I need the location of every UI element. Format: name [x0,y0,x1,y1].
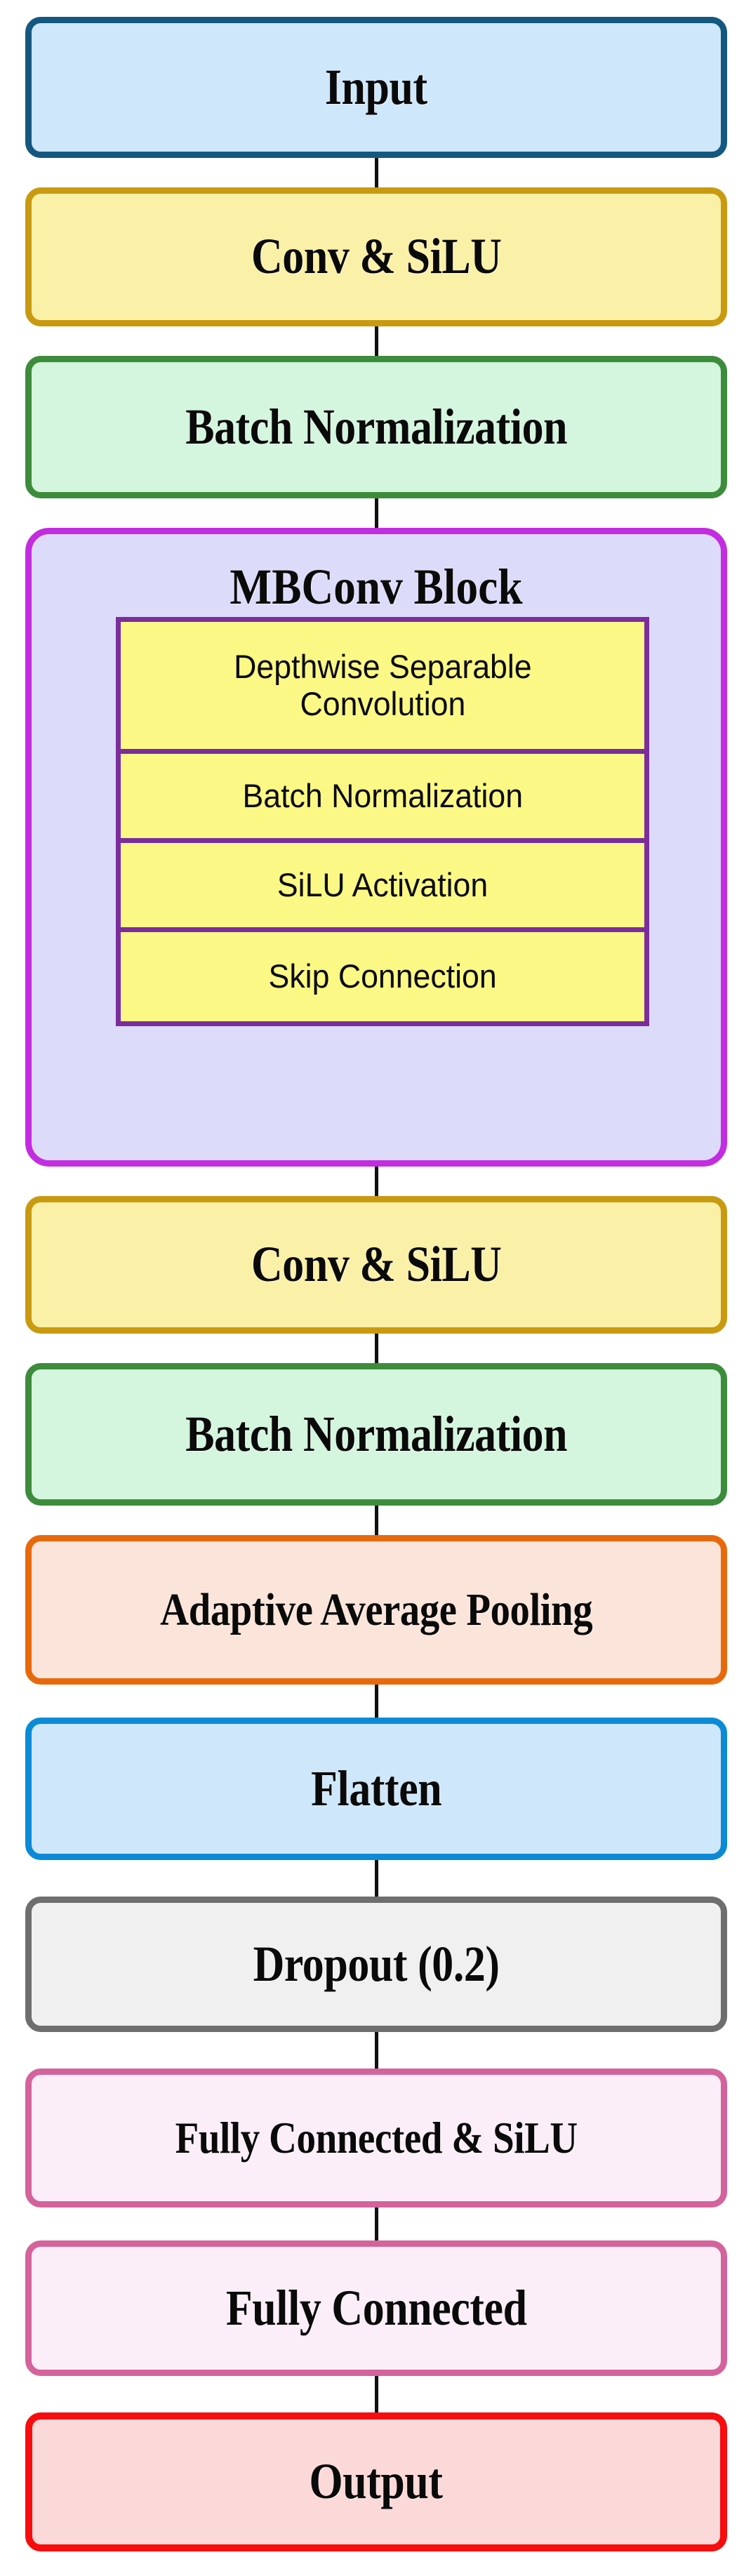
mbconv-sub-skip-connection[interactable]: Skip Connection [121,932,644,1021]
node-input-label: Input [325,58,427,115]
edge-flatten-to-dropout [375,1860,378,1897]
node-dropout-label: Dropout (0.2) [253,1935,500,1992]
node-conv-silu-1-label: Conv & SiLU [251,228,502,285]
edge-mbconv-to-conv2 [375,1167,378,1196]
mbconv-sub-silu-activation[interactable]: SiLU Activation [121,843,644,932]
edge-conv2-to-bn2 [375,1334,378,1363]
mbconv-sub-depthwise-line1: Depthwise Separable [233,647,532,685]
node-output-label: Output [309,2453,444,2510]
node-conv-silu-2-label: Conv & SiLU [251,1236,502,1293]
edge-pool-to-flatten [375,1685,378,1718]
mbconv-sub-depthwise-label: Depthwise Separable Convolution [233,647,532,722]
edge-dropout-to-fcsilu [375,2032,378,2069]
edge-input-to-conv1 [375,158,378,187]
node-flatten-label: Flatten [310,1760,442,1817]
mbconv-sub-batch-normalization-label: Batch Normalization [242,776,523,814]
node-fully-connected-silu-label: Fully Connected & SiLU [175,2113,578,2163]
node-conv-silu-2[interactable]: Conv & SiLU [25,1196,727,1334]
node-mbconv-block-title: MBConv Block [230,559,523,615]
node-conv-silu-1[interactable]: Conv & SiLU [25,187,727,326]
node-fully-connected[interactable]: Fully Connected [25,2240,727,2376]
mbconv-sub-layer-list: Depthwise Separable Convolution Batch No… [116,617,649,1026]
node-batch-norm-1[interactable]: Batch Normalization [25,356,727,498]
node-dropout[interactable]: Dropout (0.2) [25,1897,727,2032]
node-output[interactable]: Output [25,2412,727,2551]
node-flatten[interactable]: Flatten [25,1718,727,1860]
edge-fc-to-output [375,2376,378,2412]
mbconv-sub-silu-activation-label: SiLU Activation [277,865,489,903]
node-input[interactable]: Input [25,17,727,158]
mbconv-sub-batch-normalization[interactable]: Batch Normalization [121,754,644,843]
node-batch-norm-1-label: Batch Normalization [185,398,567,455]
edge-fcsilu-to-fc [375,2207,378,2240]
mbconv-sub-skip-connection-label: Skip Connection [268,957,497,995]
edge-conv1-to-bn1 [375,326,378,356]
mbconv-sub-depthwise-line2: Convolution [300,684,465,722]
node-adaptive-average-pooling[interactable]: Adaptive Average Pooling [25,1535,727,1685]
node-fully-connected-label: Fully Connected [225,2279,527,2336]
mbconv-sub-depthwise-separable-convolution[interactable]: Depthwise Separable Convolution [121,622,644,754]
node-adaptive-average-pooling-label: Adaptive Average Pooling [159,1584,593,1635]
node-batch-norm-2-label: Batch Normalization [185,1405,567,1462]
node-batch-norm-2[interactable]: Batch Normalization [25,1363,727,1506]
node-fully-connected-silu[interactable]: Fully Connected & SiLU [25,2069,727,2207]
node-mbconv-block[interactable]: MBConv Block Depthwise Separable Convolu… [25,528,727,1167]
edge-bn2-to-pool [375,1506,378,1535]
edge-bn1-to-mbconv [375,498,378,528]
